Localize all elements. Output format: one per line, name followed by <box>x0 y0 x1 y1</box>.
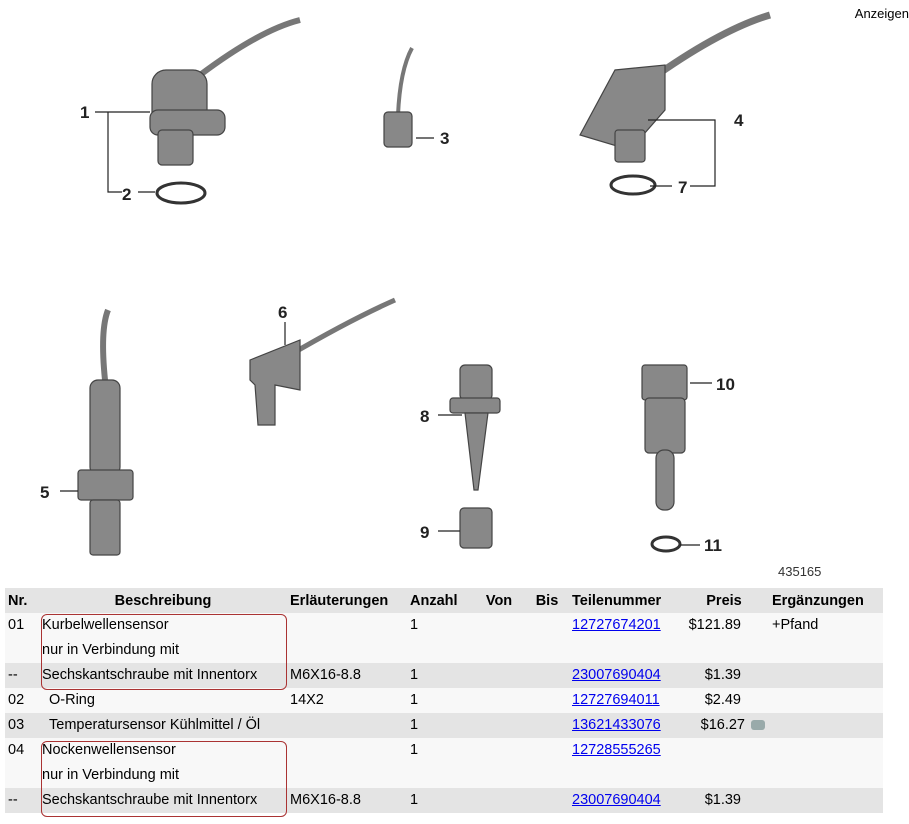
row-note <box>769 788 883 813</box>
row-note <box>769 713 883 738</box>
row-qty: 1 <box>407 738 473 788</box>
col-erlaeuterungen: Erläuterungen <box>287 588 407 613</box>
row-qty: 1 <box>407 663 473 688</box>
col-beschreibung: Beschreibung <box>39 588 287 613</box>
callout-11[interactable]: 11 <box>704 536 722 555</box>
row-erl <box>287 613 407 663</box>
table-row: 01 Kurbelwellensensor nur in Verbindung m… <box>5 613 883 663</box>
row-qty: 1 <box>407 713 473 738</box>
row-desc: Nockenwellensensor nur in Verbindung mit <box>39 738 287 788</box>
row-price: $2.49 <box>679 688 769 713</box>
col-teilenummer: Teilenummer <box>569 588 679 613</box>
row-desc: Sechskantschraube mit Innentorx <box>39 788 287 813</box>
callout-4[interactable]: 4 <box>734 111 744 130</box>
callout-2[interactable]: 2 <box>122 185 131 204</box>
row-note <box>769 688 883 713</box>
row-price: $1.39 <box>679 663 769 688</box>
group-bracket <box>41 614 287 690</box>
row-desc: Sechskantschraube mit Innentorx <box>39 663 287 688</box>
callout-7[interactable]: 7 <box>678 178 687 197</box>
callout-5[interactable]: 5 <box>40 483 49 502</box>
desc-text: Kurbelwellensensor <box>42 617 169 633</box>
table-row: 02 O-Ring 14X2 1 12727694011 $2.49 <box>5 688 883 713</box>
table-row: 03 Temperatursensor Kühlmittel / Öl 1 13… <box>5 713 883 738</box>
table-row: 04 Nockenwellensensor nur in Verbindung m… <box>5 738 883 788</box>
row-erl: M6X16-8.8 <box>287 788 407 813</box>
show-link[interactable]: Anzeigen <box>854 6 909 21</box>
col-nr: Nr. <box>5 588 39 613</box>
col-ergaenzungen: Ergänzungen <box>769 588 883 613</box>
callout-3[interactable]: 3 <box>440 129 449 148</box>
desc-text: Nockenwellensensor <box>42 742 176 758</box>
group-bracket <box>41 741 287 817</box>
parts-table: Nr. Beschreibung Erläuterungen Anzahl Vo… <box>5 588 883 813</box>
col-von: Von <box>473 588 525 613</box>
row-price: $121.89 <box>679 613 769 663</box>
row-qty: 1 <box>407 788 473 813</box>
row-desc: Kurbelwellensensor nur in Verbindung mit <box>39 613 287 663</box>
row-note <box>769 738 883 788</box>
row-price <box>679 738 769 788</box>
desc-note: nur in Verbindung mit <box>42 767 180 783</box>
part-number-link[interactable]: 13621433076 <box>572 717 661 733</box>
part-number-link[interactable]: 12727694011 <box>572 692 660 708</box>
row-note <box>769 663 883 688</box>
part-number-link[interactable]: 12727674201 <box>572 617 661 633</box>
row-erl <box>287 738 407 788</box>
image-number: 435165 <box>778 564 821 579</box>
row-desc: Temperatursensor Kühlmittel / Öl <box>39 713 287 738</box>
row-qty: 1 <box>407 613 473 663</box>
row-desc: O-Ring <box>39 688 287 713</box>
row-note: +Pfand <box>769 613 883 663</box>
table-row: -- Sechskantschraube mit Innentorx M6X16… <box>5 788 883 813</box>
row-erl <box>287 713 407 738</box>
callout-1[interactable]: 1 <box>80 103 89 122</box>
row-erl: M6X16-8.8 <box>287 663 407 688</box>
part-number-link[interactable]: 23007690404 <box>572 792 661 808</box>
col-preis: Preis <box>679 588 769 613</box>
part-number-link[interactable]: 23007690404 <box>572 667 661 683</box>
row-nr: 01 <box>5 613 39 663</box>
row-price: $1.39 <box>679 788 769 813</box>
camera-icon[interactable] <box>751 720 765 731</box>
table-header: Nr. Beschreibung Erläuterungen Anzahl Vo… <box>5 588 883 613</box>
col-anzahl: Anzahl <box>407 588 473 613</box>
row-price: $16.27 <box>700 717 745 733</box>
row-nr: 03 <box>5 713 39 738</box>
callout-8[interactable]: 8 <box>420 407 429 426</box>
callout-6[interactable]: 6 <box>278 303 287 322</box>
parts-diagram: 1 2 3 4 5 6 7 8 9 10 11 435165 <box>40 11 821 579</box>
row-nr: 04 <box>5 738 39 788</box>
row-nr: 02 <box>5 688 39 713</box>
row-qty: 1 <box>407 688 473 713</box>
callout-9[interactable]: 9 <box>420 523 429 542</box>
row-erl: 14X2 <box>287 688 407 713</box>
table-row: -- Sechskantschraube mit Innentorx M6X16… <box>5 663 883 688</box>
col-bis: Bis <box>525 588 569 613</box>
callout-10[interactable]: 10 <box>716 375 735 394</box>
desc-note: nur in Verbindung mit <box>42 642 180 658</box>
row-nr: -- <box>5 663 39 688</box>
row-nr: -- <box>5 788 39 813</box>
part-number-link[interactable]: 12728555265 <box>572 742 661 758</box>
